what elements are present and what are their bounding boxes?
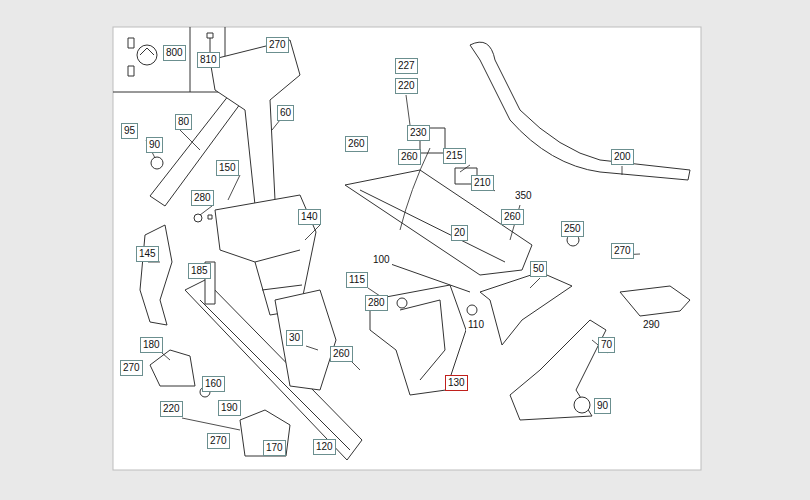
callout-number: 170: [263, 440, 286, 456]
inset-dividers: [113, 27, 225, 92]
callout-number: 230: [407, 125, 430, 141]
callout-number: 100: [371, 253, 392, 267]
callout-number: 270: [207, 433, 230, 449]
callout-number: 120: [313, 439, 336, 455]
callout-number: 50: [530, 261, 547, 277]
callout-number: 70: [598, 337, 615, 353]
callout-number: 30: [286, 330, 303, 346]
callout-number: 260: [398, 149, 421, 165]
callout-number: 200: [611, 149, 634, 165]
callout-number: 280: [365, 295, 388, 311]
drawing-frame: [113, 27, 701, 470]
callout-number: 260: [330, 346, 353, 362]
callout-number: 290: [641, 318, 662, 332]
callout-number: 270: [266, 37, 289, 53]
callout-number: 227: [395, 58, 418, 74]
callout-number: 250: [561, 221, 584, 237]
callout-number: 800: [163, 45, 186, 61]
callout-number: 180: [140, 337, 163, 353]
callout-number: 810: [197, 52, 220, 68]
callout-number: 95: [121, 123, 138, 139]
callout-number: 350: [513, 189, 534, 203]
callout-number: 20: [451, 225, 468, 241]
callout-number: 60: [277, 105, 294, 121]
callout-number: 270: [611, 243, 634, 259]
callout-number: 90: [594, 398, 611, 414]
callout-number: 185: [188, 263, 211, 279]
callout-number: 90: [146, 137, 163, 153]
callout-number: 270: [120, 360, 143, 376]
callout-number: 80: [175, 114, 192, 130]
callout-number: 130: [445, 375, 468, 391]
callout-number: 190: [218, 400, 241, 416]
callout-number: 150: [216, 160, 239, 176]
callout-number: 145: [136, 246, 159, 262]
callout-number: 160: [202, 376, 225, 392]
callout-number: 140: [298, 209, 321, 225]
callout-number: 215: [443, 148, 466, 164]
callout-number: 220: [395, 78, 418, 94]
callout-number: 115: [346, 272, 368, 288]
callout-number: 260: [345, 136, 368, 152]
callout-number: 110: [466, 318, 486, 332]
callout-number: 220: [160, 401, 183, 417]
callout-number: 280: [191, 190, 214, 206]
callout-number: 210: [471, 175, 494, 191]
parts: [128, 33, 690, 460]
leader-lines: [146, 95, 640, 430]
callout-number: 260: [501, 209, 524, 225]
